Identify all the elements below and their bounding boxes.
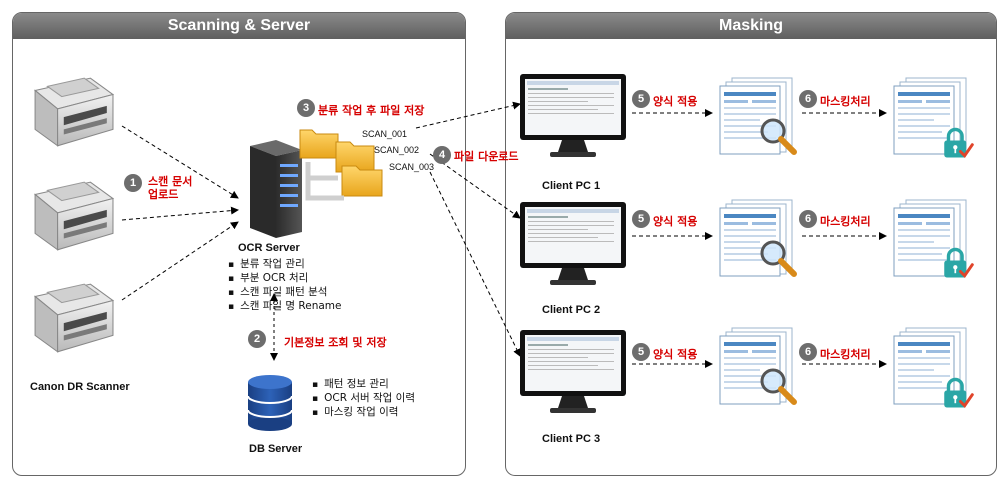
client-pc-3-label: Client PC 3 <box>542 433 601 445</box>
ocr-server-icon <box>250 140 302 238</box>
db-task-item: 마스킹 작업 이력 <box>312 406 415 420</box>
db-server-task-list: 패턴 정보 관리 OCR 서버 작업 이력 마스킹 작업 이력 <box>312 378 415 420</box>
scan-file-1: SCAN_001 <box>362 129 408 139</box>
step-6-text-2: 마스킹처리 <box>820 215 871 228</box>
client-pc-1-icon <box>520 74 626 157</box>
masking-panel-title: Masking <box>506 13 996 39</box>
upload-arrow-3 <box>121 221 239 301</box>
db-server-label: DB Server <box>249 443 303 455</box>
step-5-badge-1: 5 <box>632 90 650 108</box>
scan-file-3: SCAN_003 <box>389 162 435 172</box>
step-5-text-3: 양식 적용 <box>653 348 698 361</box>
step-5-text-2: 양식 적용 <box>653 215 698 228</box>
db-task-item: 패턴 정보 관리 <box>312 378 415 392</box>
step-4-badge: 4 <box>433 146 451 164</box>
scanner-2-icon <box>34 181 114 251</box>
step-1-line1: 스캔 문서 <box>148 175 193 188</box>
ocr-task-item: 분류 작업 관리 <box>228 258 341 272</box>
ocr-task-item: 부분 OCR 처리 <box>228 272 341 286</box>
scanner-3-icon <box>34 283 114 353</box>
step-6-badge-2: 6 <box>799 210 817 228</box>
db-task-item: OCR 서버 작업 이력 <box>312 392 415 406</box>
scanner-label: Canon DR Scanner <box>30 381 130 393</box>
scan-file-2: SCAN_002 <box>374 145 420 155</box>
step-6-badge-1: 6 <box>799 90 817 108</box>
scanning-server-panel-title: Scanning & Server <box>13 13 465 39</box>
folders-icon <box>299 129 383 201</box>
step-1-badge: 1 <box>124 174 142 192</box>
download-arrow-3 <box>429 171 521 357</box>
ocr-task-item: 스캔 파일 패턴 분석 <box>228 286 341 300</box>
ocr-task-item: 스캔 파일 명 Rename <box>228 300 341 314</box>
upload-arrow-2 <box>121 206 239 221</box>
download-arrow-2 <box>429 153 521 219</box>
db-server-icon <box>247 375 293 431</box>
step-5-text-1: 양식 적용 <box>653 95 698 108</box>
step-3-text: 분류 작업 후 파일 저장 <box>318 104 425 117</box>
download-arrow-1 <box>415 101 521 129</box>
step-5-badge-3: 5 <box>632 343 650 361</box>
ocr-server-label: OCR Server <box>238 242 300 254</box>
step-3-badge: 3 <box>297 99 315 117</box>
step-2-badge: 2 <box>248 330 266 348</box>
step-2-text: 기본정보 조회 및 저장 <box>284 336 387 349</box>
step-4-text: 파일 다운로드 <box>454 150 519 163</box>
client-pc-3-icon <box>520 330 626 413</box>
step-6-badge-3: 6 <box>799 343 817 361</box>
upload-arrow-1 <box>121 125 239 199</box>
step-1-line2: 업로드 <box>148 188 179 201</box>
step-5-badge-2: 5 <box>632 210 650 228</box>
client-pc-1-label: Client PC 1 <box>542 180 601 192</box>
scanner-1-icon <box>34 77 114 147</box>
step-6-text-1: 마스킹처리 <box>820 95 871 108</box>
client-pc-2-label: Client PC 2 <box>542 304 601 316</box>
ocr-server-task-list: 분류 작업 관리 부분 OCR 처리 스캔 파일 패턴 분석 스캔 파일 명 R… <box>228 258 341 314</box>
step-1-text: 스캔 문서 업로드 <box>148 175 192 201</box>
step-6-text-3: 마스킹처리 <box>820 348 871 361</box>
client-pc-2-icon <box>520 202 626 285</box>
